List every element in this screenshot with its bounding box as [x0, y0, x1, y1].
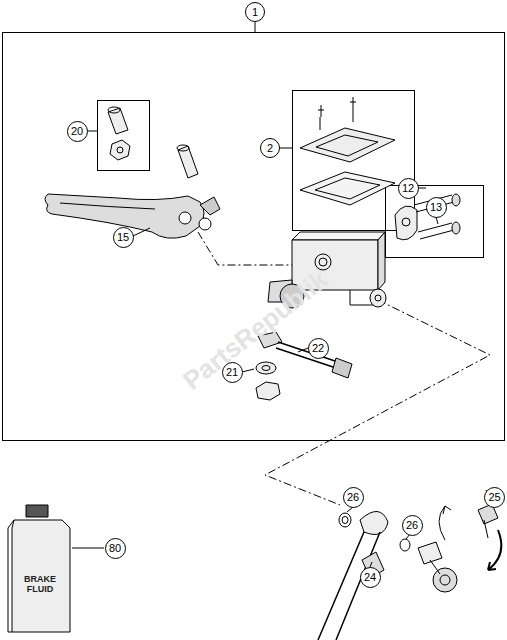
bottle-label: BRAKE FLUID — [18, 575, 62, 595]
leader-line — [280, 148, 292, 149]
kit-box — [293, 91, 415, 231]
callout-circle: 80 — [105, 538, 126, 559]
callout-number: 12 — [402, 183, 414, 194]
washer — [242, 362, 280, 400]
brake-fluid-bottle — [8, 505, 104, 632]
adjuster-sleeve — [108, 107, 130, 160]
watermark: PartsRepublik — [177, 265, 332, 395]
callout-number: 20 — [71, 126, 83, 137]
kit-box — [386, 186, 484, 258]
leader-line — [255, 22, 256, 32]
callout-circle: 15 — [113, 227, 134, 248]
callout-number: 21 — [226, 367, 238, 378]
callout-circle: 20 — [67, 121, 88, 142]
callout-number: 22 — [312, 343, 324, 354]
callout-circle: 26 — [402, 515, 423, 536]
callout-number: 26 — [406, 520, 418, 531]
assembly-frame — [3, 33, 505, 441]
callout-number: 25 — [488, 492, 500, 503]
callout-number: 26 — [347, 492, 359, 503]
callout-circle: 12 — [398, 178, 419, 199]
callout-number: 13 — [430, 202, 442, 213]
callout-number: 2 — [267, 143, 273, 154]
callout-circle: 2 — [260, 138, 280, 158]
callout-number: 80 — [109, 543, 121, 554]
leader-line — [418, 188, 426, 189]
callout-number: 24 — [364, 572, 376, 583]
brake-hose — [318, 490, 501, 640]
callout-circle: 1 — [245, 2, 265, 22]
leader-line — [87, 131, 97, 132]
callout-circle: 26 — [343, 487, 364, 508]
handlebar-clamp — [395, 194, 460, 240]
callout-circle: 24 — [360, 567, 381, 588]
reservoir-cover — [300, 97, 395, 205]
callout-circle: 21 — [222, 362, 243, 383]
kit-box — [98, 101, 150, 171]
brake-lever — [45, 145, 220, 238]
callout-number: 1 — [252, 7, 258, 18]
callout-number: 15 — [117, 232, 129, 243]
callout-circle: 22 — [308, 338, 329, 359]
callout-circle: 25 — [484, 487, 505, 508]
callout-circle: 13 — [426, 197, 447, 218]
